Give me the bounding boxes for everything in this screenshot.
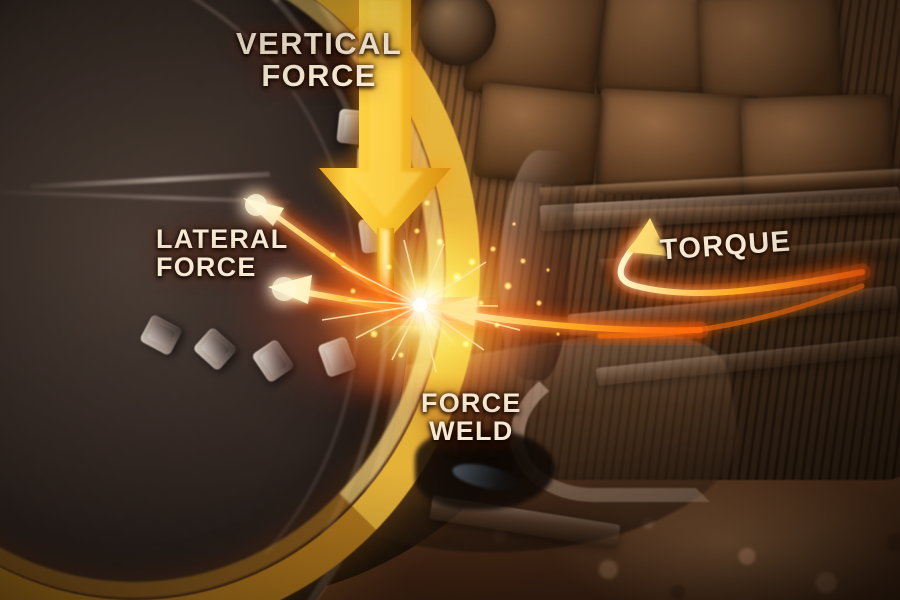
vignette-overlay bbox=[0, 0, 900, 600]
force-diagram-image: VERTICAL FORCE LATERAL FORCE TORQUE FORC… bbox=[0, 0, 900, 600]
